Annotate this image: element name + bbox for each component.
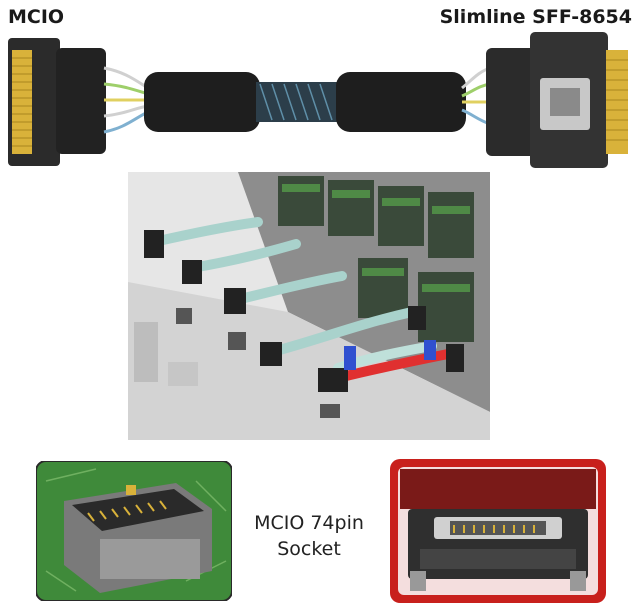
wire-bundle-left: [103, 66, 149, 134]
sleeve-left: [144, 72, 260, 132]
sleeve-right: [336, 72, 466, 132]
server-installation-image: [128, 172, 490, 440]
cable-connectors: [144, 230, 464, 392]
cable-assembly-image: [8, 32, 628, 168]
caption-line-1: MCIO 74pin: [254, 512, 364, 534]
mcio-label: MCIO: [8, 6, 65, 28]
slimline-sff-8654-label: Slimline SFF-8654: [439, 6, 632, 28]
mcio-connector: [8, 38, 106, 166]
flat-cables: [149, 217, 453, 383]
caption-line-2: Socket: [277, 538, 341, 560]
socket-closeup-image: [390, 459, 606, 603]
socket-on-pcb-image: [36, 461, 232, 601]
slimline-connector: [486, 32, 628, 168]
wire-bundle-right: [461, 66, 491, 126]
